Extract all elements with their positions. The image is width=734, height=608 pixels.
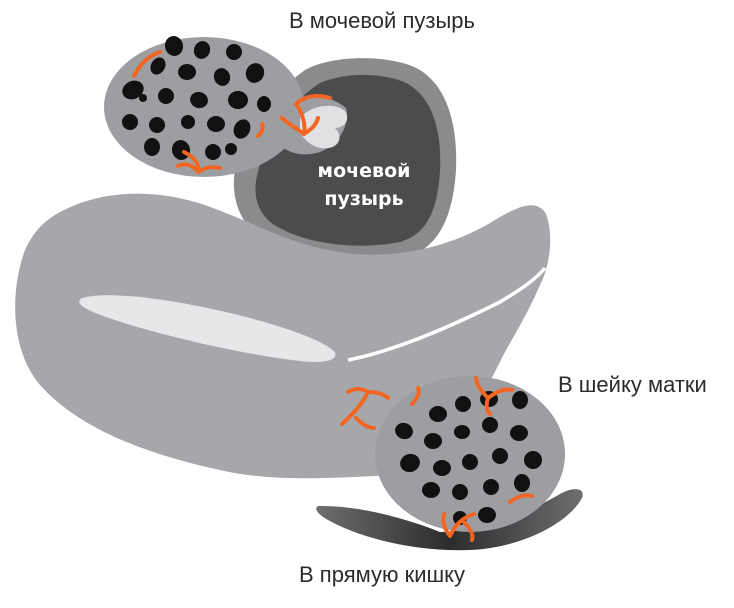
- bladder-label-line1: мочевой: [318, 160, 411, 182]
- caption-to-rectum: В прямую кишку: [299, 562, 465, 588]
- bladder-label-line2: пузырь: [324, 188, 403, 210]
- caption-to-bladder: В мочевой пузырь: [289, 8, 475, 34]
- caption-to-cervix: В шейку матки: [558, 372, 707, 398]
- nodule-icon: [375, 376, 565, 532]
